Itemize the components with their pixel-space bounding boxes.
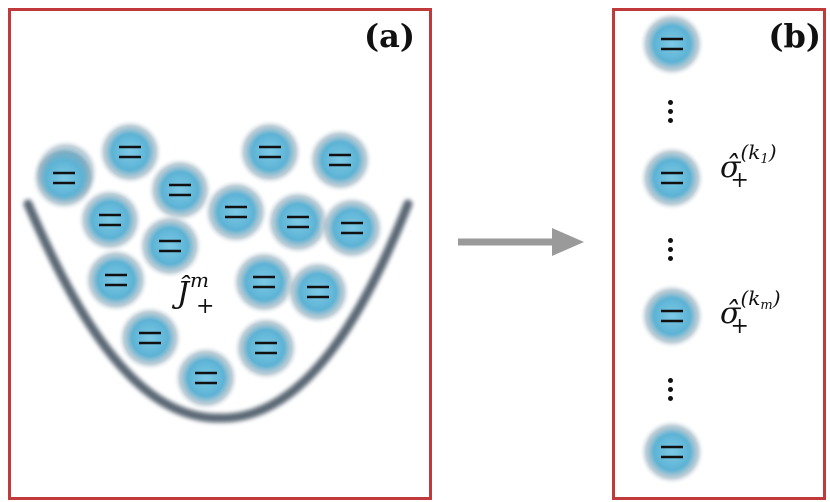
atom-a-8	[265, 189, 331, 255]
atom-a-17	[31, 145, 97, 211]
atom-a-16	[173, 345, 239, 411]
vdots-2	[668, 238, 676, 265]
atom-a-3	[237, 119, 303, 185]
atom-a-9	[319, 195, 385, 261]
atom-a-10	[137, 213, 203, 279]
trap-curve	[23, 199, 413, 423]
transform-arrow	[458, 228, 584, 256]
atom-b-1	[639, 11, 705, 77]
atom-a-11	[83, 247, 149, 313]
atom-a-4	[307, 127, 373, 193]
atom-a-6	[77, 187, 143, 253]
panel-b-label: (b)	[768, 17, 821, 55]
atom-b-2	[639, 145, 705, 211]
panel-a-label: (a)	[363, 17, 415, 55]
atom-a-14	[117, 305, 183, 371]
panel-b: (b)	[612, 8, 826, 500]
atom-a-12	[231, 249, 297, 315]
sigma-k1-label: σ̂(k1)+	[720, 140, 777, 193]
atom-a-13	[285, 259, 351, 325]
atom-b-4	[639, 419, 705, 485]
atom-ensemble	[31, 119, 385, 411]
atom-a-2	[97, 119, 163, 185]
vdots-3	[668, 378, 676, 405]
atom-a-7	[203, 179, 269, 245]
vdots-1	[668, 100, 676, 127]
sigma-km-label: σ̂(km)+	[720, 286, 781, 339]
atom-a-15	[233, 315, 299, 381]
atom-a-5	[147, 157, 213, 223]
atom-b-3	[639, 283, 705, 349]
atom-chain	[639, 11, 705, 485]
collective-operator-label: Ĵm+	[177, 268, 215, 319]
